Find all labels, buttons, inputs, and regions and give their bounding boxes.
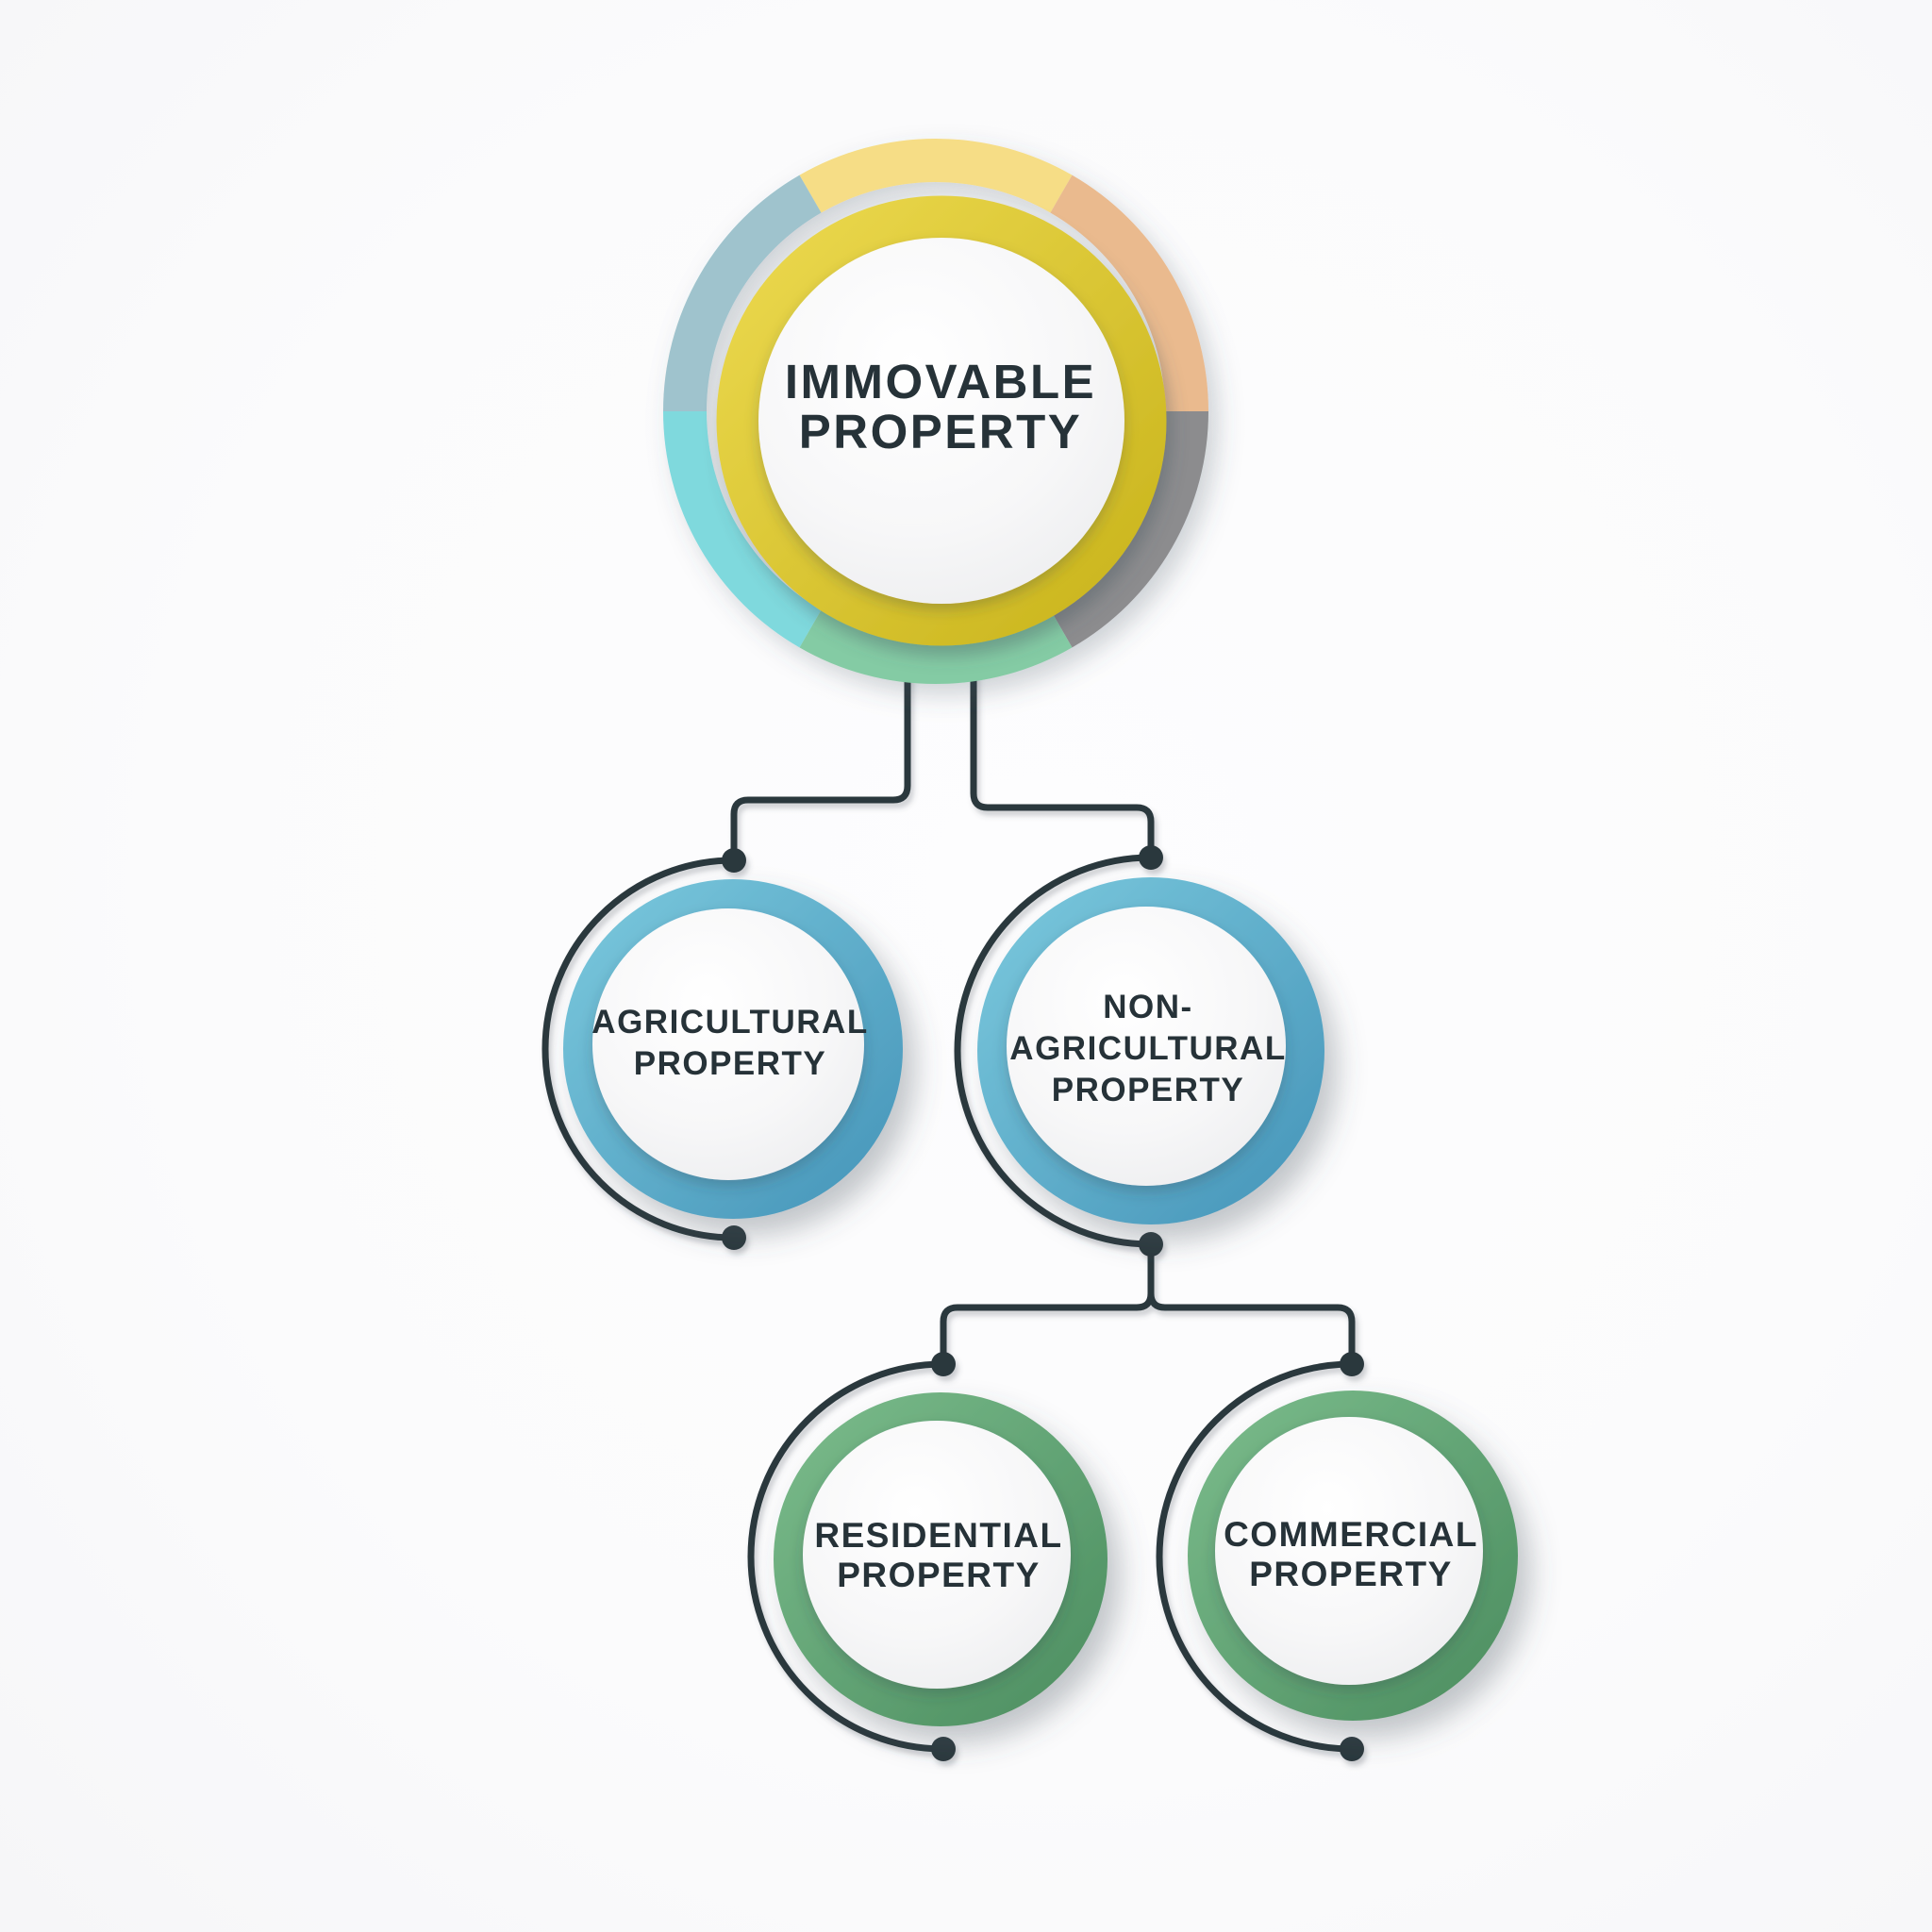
- commercial-node-label: COMMERCIAL PROPERTY: [1224, 1515, 1478, 1594]
- agricultural-inner-circle: [592, 908, 864, 1180]
- root-node-immovable-property: [663, 139, 1208, 684]
- root-segmented-outer-ring: [663, 139, 1208, 684]
- commercial-label-line-2: PROPERTY: [1249, 1555, 1453, 1593]
- arc-around-agricultural: [541, 857, 738, 1241]
- dot-nonagricultural-top: [1139, 845, 1163, 870]
- root-yellow-ring: [716, 195, 1167, 646]
- nonagricultural-label-line-3: PROPERTY: [1051, 1072, 1245, 1108]
- root-segment-gray: [1050, 410, 1208, 648]
- nonagricultural-node-label: NON- AGRICULTURAL PROPERTY: [1009, 987, 1286, 1111]
- arc-around-residential: [747, 1360, 947, 1753]
- agricultural-node-label: AGRICULTURAL PROPERTY: [591, 1002, 868, 1085]
- agricultural-label-line-1: AGRICULTURAL: [591, 1004, 869, 1041]
- commercial-label-line-1: COMMERCIAL: [1224, 1515, 1478, 1554]
- nonagricultural-label-line-2: AGRICULTURAL: [1009, 1030, 1287, 1067]
- commercial-inner-circle: [1215, 1417, 1483, 1685]
- root-segment-cyan: [663, 410, 822, 648]
- connector-root-to-nonagricultural: [970, 652, 1155, 861]
- node-residential-property: [774, 1392, 1108, 1726]
- dot-residential-top: [931, 1352, 956, 1376]
- arc-around-commercial: [1156, 1360, 1356, 1753]
- connector-nonagricultural-to-residential: [940, 1241, 1155, 1368]
- node-agricultural-property: [563, 879, 903, 1219]
- connector-nonagricultural-to-commercial: [1147, 1241, 1356, 1368]
- residential-label-line-2: PROPERTY: [837, 1556, 1041, 1594]
- node-nonagricultural-property: [977, 877, 1324, 1224]
- connector-root-to-agricultural: [730, 652, 911, 864]
- node-commercial-property: [1188, 1391, 1518, 1721]
- dot-commercial-bottom: [1340, 1737, 1364, 1761]
- dot-agricultural-bottom: [722, 1225, 746, 1250]
- dot-residential-bottom: [931, 1737, 956, 1761]
- residential-inner-circle: [803, 1421, 1071, 1689]
- root-segment-light-yellow: [799, 139, 1073, 213]
- root-segment-teal-green: [799, 609, 1073, 684]
- dot-agricultural-top: [722, 848, 746, 873]
- dot-commercial-top: [1340, 1352, 1364, 1376]
- nonagricultural-label-line-1: NON-: [1103, 989, 1193, 1025]
- connector-lines: [541, 652, 1364, 1761]
- root-segment-peach: [1050, 175, 1208, 412]
- root-node-label: IMMOVABLE PROPERTY: [785, 357, 1096, 457]
- residential-node-label: RESIDENTIAL PROPERTY: [814, 1516, 1062, 1595]
- root-inner-circle: [758, 238, 1124, 604]
- residential-label-line-1: RESIDENTIAL: [814, 1516, 1063, 1555]
- agricultural-label-line-2: PROPERTY: [633, 1045, 827, 1082]
- root-segment-blue-gray: [663, 175, 822, 412]
- root-label-line-2: PROPERTY: [798, 405, 1083, 458]
- dot-nonagricultural-bottom: [1139, 1232, 1163, 1257]
- arc-around-nonagricultural: [954, 854, 1155, 1248]
- root-label-line-1: IMMOVABLE: [784, 355, 1097, 408]
- nonagricultural-inner-circle: [1007, 907, 1286, 1186]
